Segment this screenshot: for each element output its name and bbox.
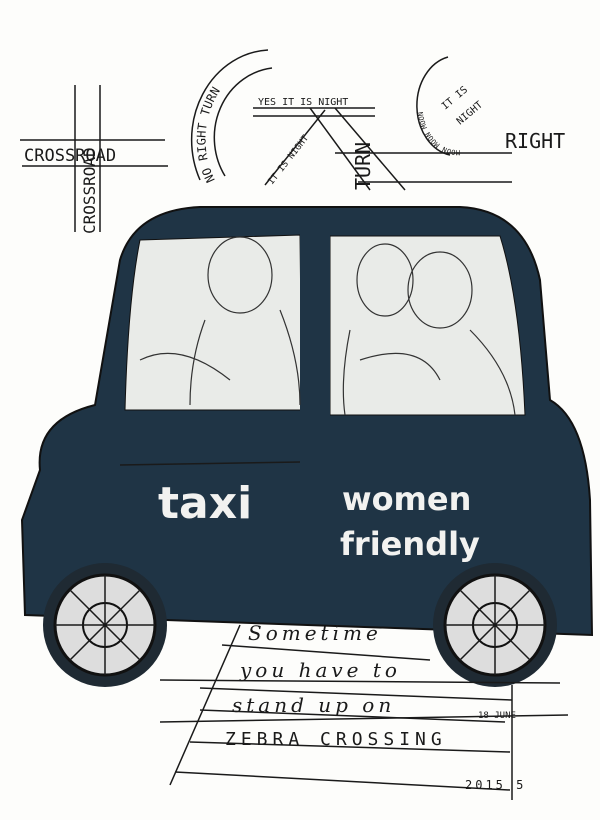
moon-sign: MOON MOON MOON IT IS NIGHT xyxy=(416,56,485,156)
night-text: NIGHT xyxy=(455,100,485,128)
friendly-label: friendly xyxy=(340,525,480,563)
rear-wheel xyxy=(433,563,557,687)
svg-text:NO RIGHT TURN: NO RIGHT TURN xyxy=(194,84,222,184)
date-text: 18 JUNE xyxy=(478,711,516,721)
zebra-crossing-caption: Sometime you have to stand up on ZEBRA C… xyxy=(159,621,569,800)
caption-line-4: ZEBRA CROSSING xyxy=(225,729,447,750)
no-right-turn-text: NO RIGHT TURN xyxy=(194,84,222,184)
year-text: 2015 5 xyxy=(465,778,526,792)
front-wheel xyxy=(43,563,167,687)
it-is-night-diagonal-text: IT IS NIGHT xyxy=(266,133,311,187)
women-label: women xyxy=(342,480,471,518)
crossroad-sign: CROSSROAD CROSSROAD xyxy=(20,85,168,234)
caption-line-3: stand up on xyxy=(232,693,395,717)
right-mirrored-text: RIGHT xyxy=(505,129,565,153)
it-is-text: IT IS xyxy=(440,85,470,113)
front-window xyxy=(124,234,303,411)
taxi-car: taxi women friendly xyxy=(20,206,594,687)
night-turn-sign: YES IT IS NIGHT IT IS NIGHT TURN RIGHT xyxy=(253,97,565,191)
no-right-turn-sign: NO RIGHT TURN xyxy=(190,49,273,185)
caption-line-1: Sometime xyxy=(248,621,382,645)
caption-line-2: you have to xyxy=(239,658,401,682)
crossroad-horizontal-text: CROSSROAD xyxy=(24,146,116,166)
yes-it-is-night-text: YES IT IS NIGHT xyxy=(258,97,348,108)
crossroad-vertical-text: CROSSROAD xyxy=(80,147,99,234)
taxi-label: taxi xyxy=(158,478,252,529)
turn-text: TURN xyxy=(351,142,375,190)
passengers xyxy=(139,236,516,416)
